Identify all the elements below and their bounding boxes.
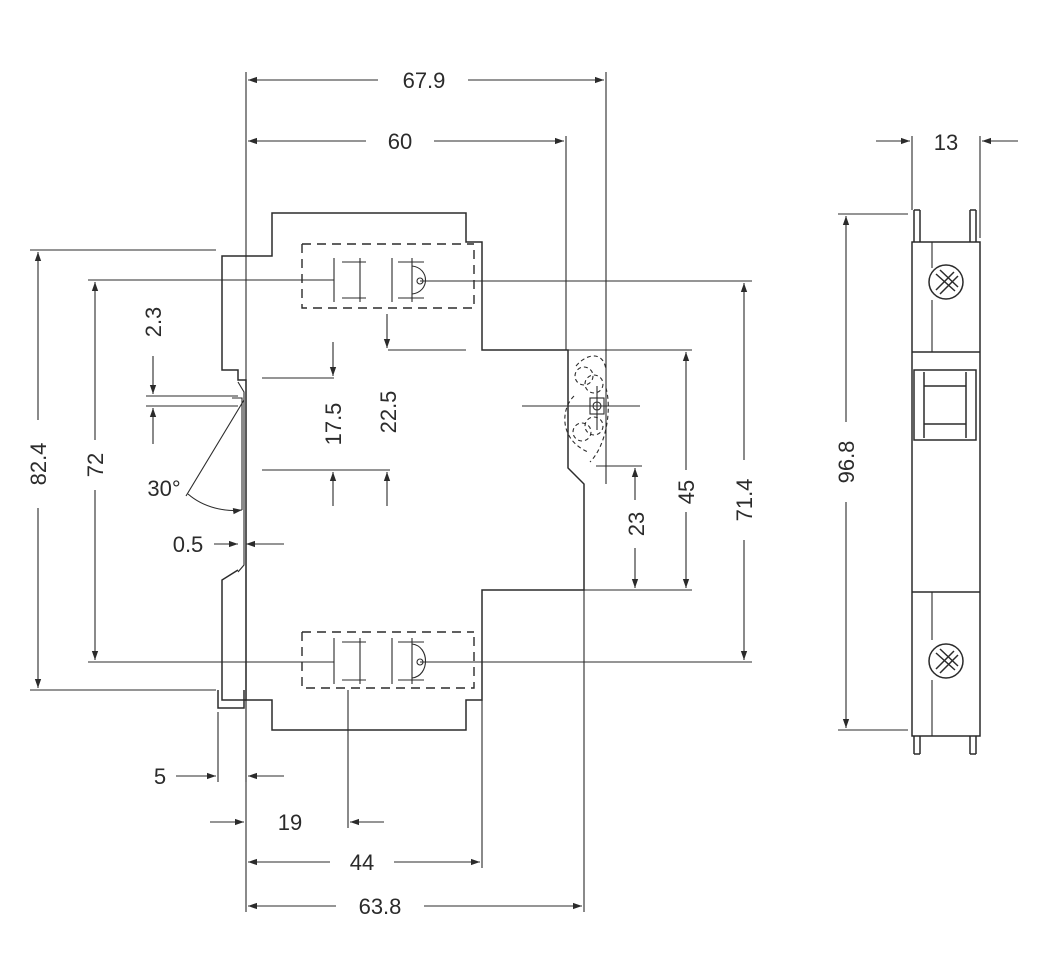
- dim-height-71-4: 71.4: [732, 283, 757, 660]
- dim-overall-width: 67.9: [245, 68, 607, 700]
- label-45: 45: [674, 480, 699, 504]
- label-19: 19: [278, 810, 302, 835]
- label-96-8: 96.8: [834, 441, 859, 484]
- toggle-mechanism: [522, 355, 640, 463]
- dim-height-72: 72: [83, 279, 334, 663]
- label-72: 72: [83, 453, 108, 477]
- label-60: 60: [388, 129, 412, 154]
- lower-terminal: [301, 631, 475, 689]
- label-23: 23: [624, 512, 649, 536]
- label-63-8: 63.8: [359, 894, 402, 919]
- front-view-outline: [217, 212, 585, 731]
- dim-offset-5: 5: [154, 700, 284, 789]
- label-71-4: 71.4: [732, 479, 757, 522]
- label-22-5: 22.5: [376, 391, 401, 434]
- label-5: 5: [154, 764, 166, 789]
- dim-rail-17-5: 17.5: [321, 342, 346, 506]
- label-82-4: 82.4: [26, 443, 51, 486]
- dim-width-63-8: 63.8: [245, 590, 585, 919]
- side-view: [911, 209, 981, 755]
- label-2-3: 2.3: [141, 307, 166, 338]
- label-67-9: 67.9: [403, 68, 446, 93]
- dim-height-45: 45: [674, 352, 699, 588]
- dim-angle-30: 30°: [147, 399, 245, 515]
- dim-rail-2-3: 2.3: [141, 307, 238, 444]
- dim-offset-23: 23: [624, 468, 649, 588]
- dim-width-44: 44: [248, 700, 483, 875]
- label-44: 44: [350, 850, 374, 875]
- label-0-5: 0.5: [173, 532, 204, 557]
- dim-side-height: 96.8: [834, 213, 908, 731]
- dim-rail-22-5: 22.5: [376, 314, 401, 506]
- dim-height-82-4: 82.4: [26, 249, 216, 691]
- label-30-deg: 30°: [147, 476, 180, 501]
- label-13: 13: [934, 130, 958, 155]
- dim-width-60: 60: [248, 129, 567, 350]
- dim-terminal-19: 19: [210, 690, 384, 835]
- dim-gap-0-5: 0.5: [173, 532, 284, 557]
- label-17-5: 17.5: [321, 403, 346, 446]
- upper-terminal: [301, 243, 475, 309]
- dim-side-depth: 13: [876, 130, 1018, 238]
